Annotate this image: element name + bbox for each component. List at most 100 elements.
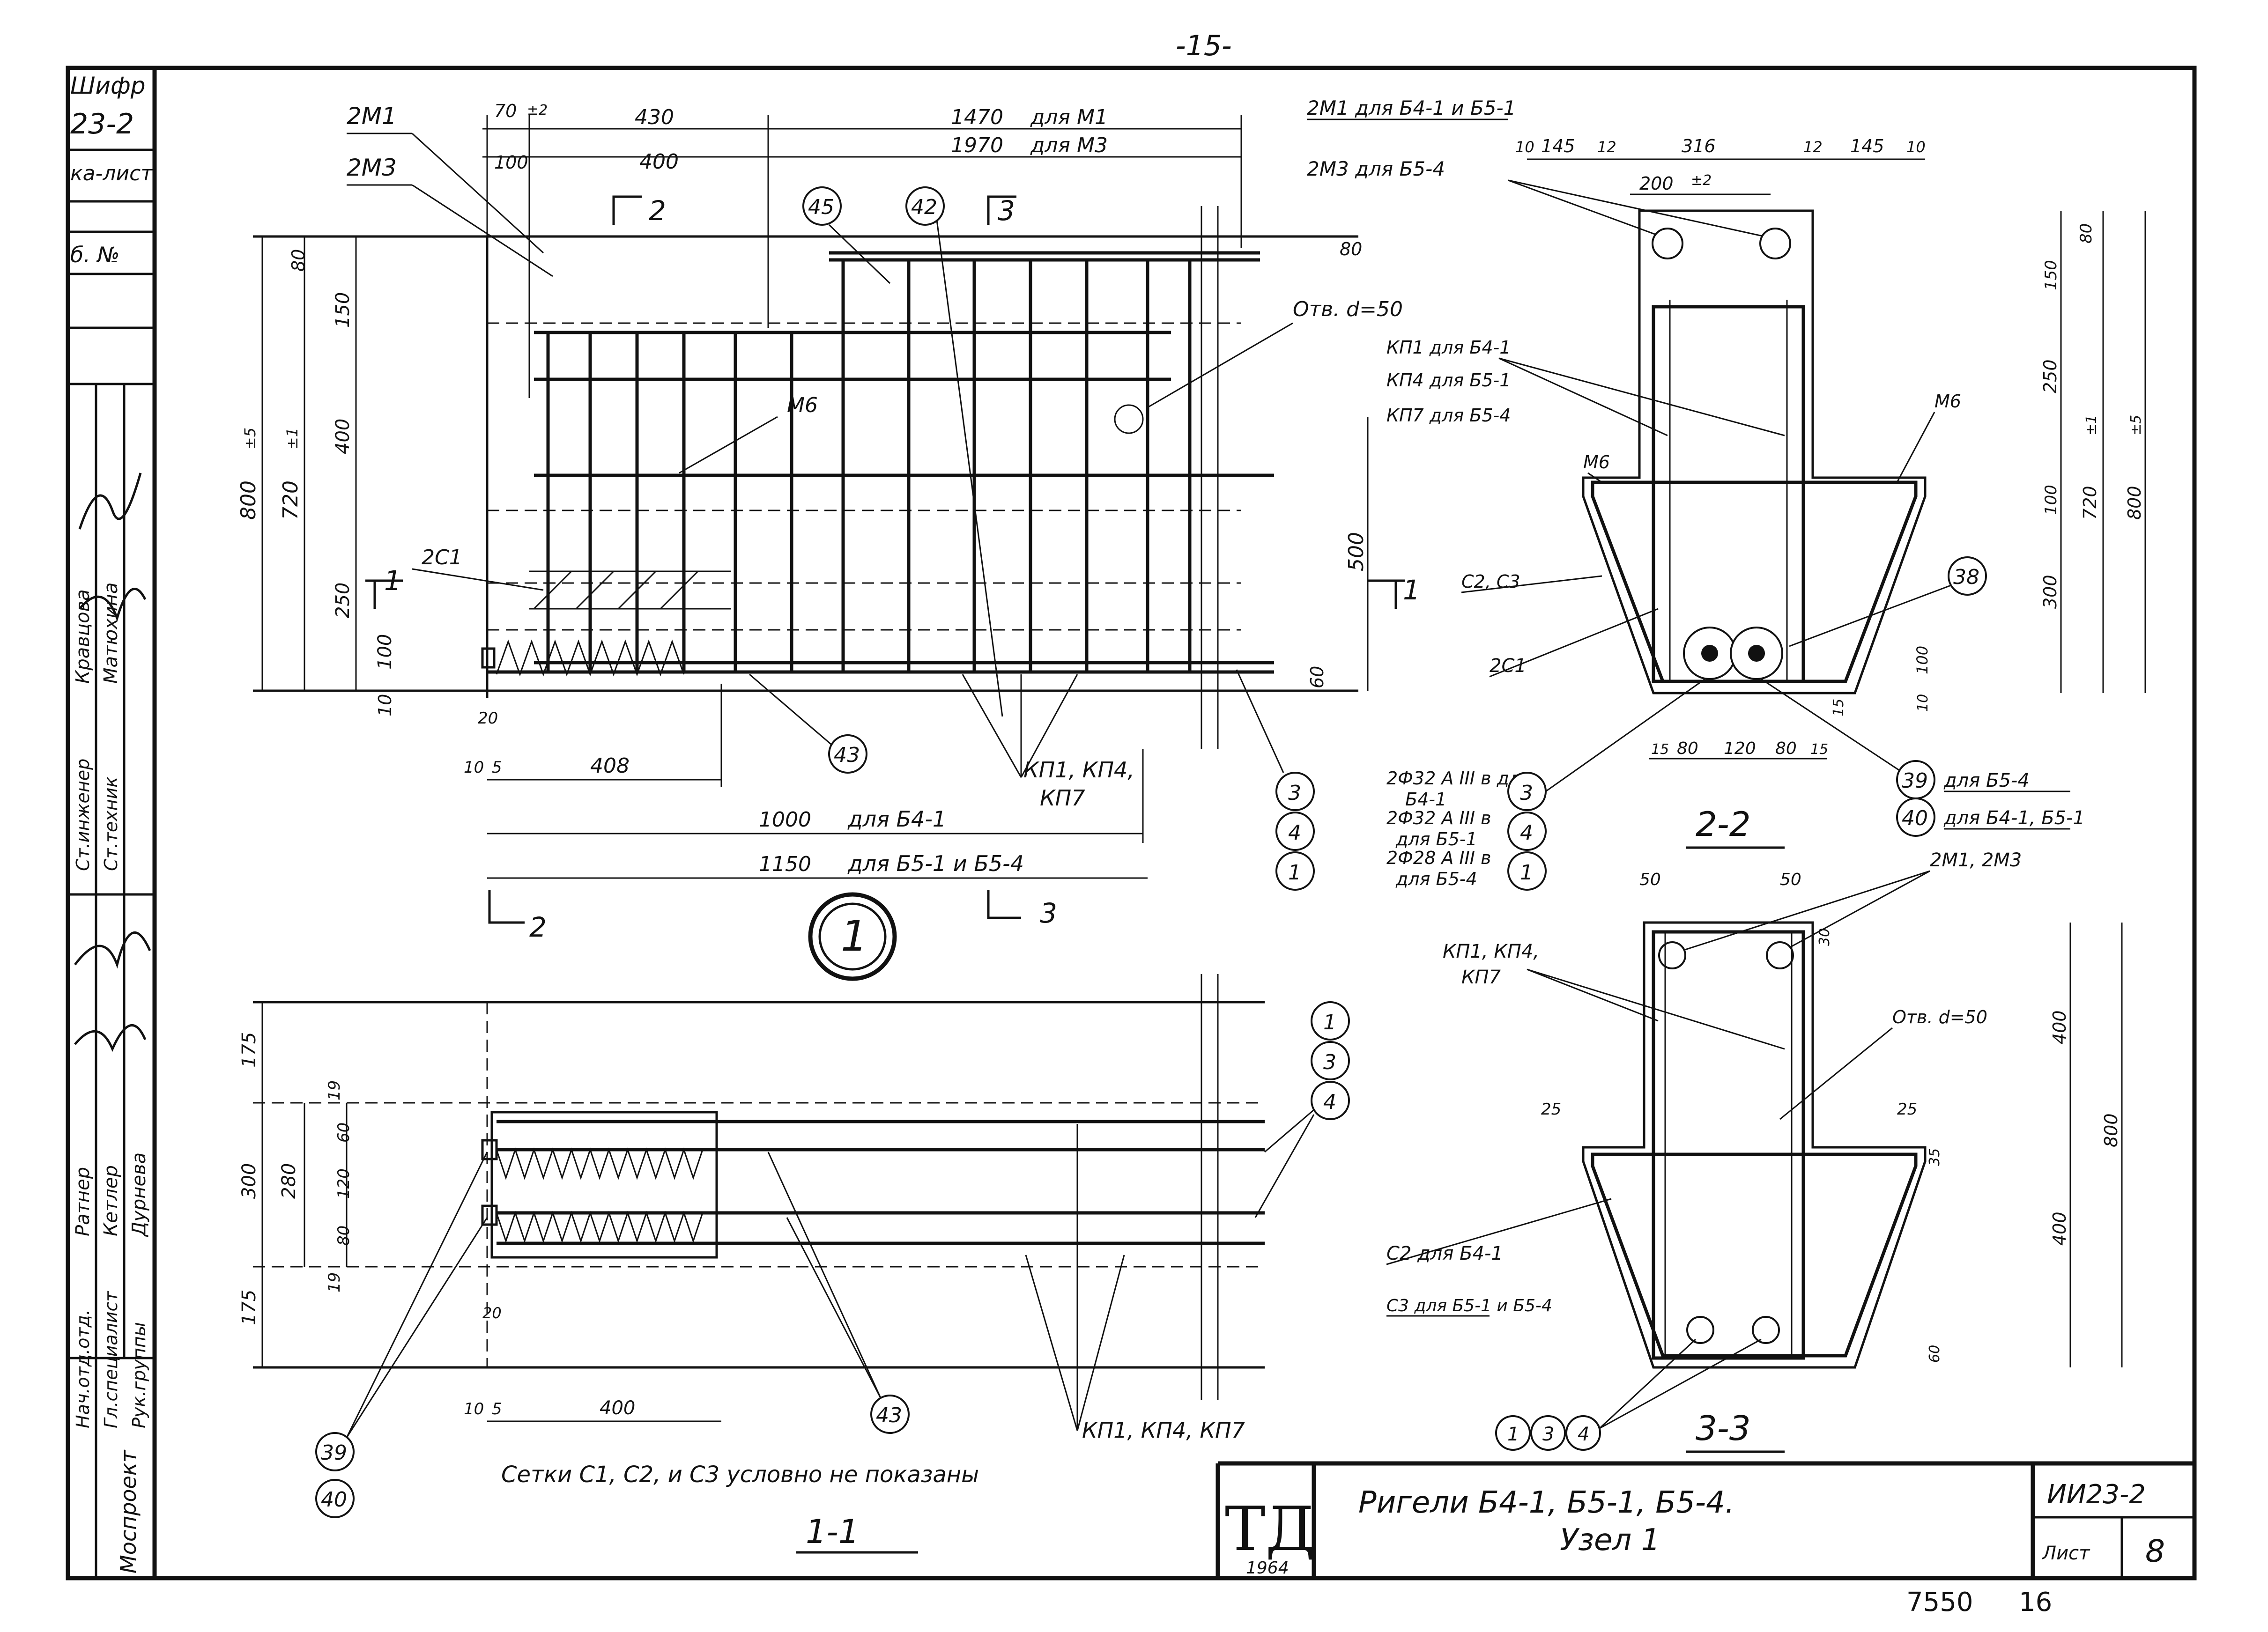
svg-text:1: 1 [1403, 574, 1420, 606]
svg-text:7550: 7550 [1906, 1587, 1973, 1617]
svg-text:120: 120 [334, 1168, 353, 1199]
svg-text:±1: ±1 [2083, 415, 2100, 436]
svg-text:50: 50 [1639, 870, 1661, 889]
svg-text:2Ф28 А III в: 2Ф28 А III в [1386, 848, 1491, 868]
svg-text:Шифр: Шифр [70, 72, 145, 99]
svg-text:С2 для Б4-1: С2 для Б4-1 [1386, 1243, 1503, 1264]
svg-text:250: 250 [332, 583, 354, 618]
svg-text:200: 200 [1639, 173, 1674, 194]
svg-text:15: 15 [1651, 741, 1669, 758]
svg-text:12: 12 [1597, 138, 1616, 156]
svg-text:280: 280 [278, 1163, 300, 1199]
svg-text:Кетлер: Кетлер [100, 1165, 122, 1236]
svg-text:80: 80 [2077, 223, 2096, 244]
view-3-3-section: 50 50 2М1, 2М3 30 КП1, КП4, КП7 Отв. d=5… [1386, 849, 2123, 1453]
svg-text:2М1: 2М1 [347, 103, 397, 130]
view-1-elevation: 2М1 2М3 70 ±2 430 100 400 1470 для М1 19… [237, 101, 1420, 981]
svg-text:80: 80 [1677, 739, 1698, 758]
svg-text:43: 43 [876, 1403, 902, 1427]
signature [78, 473, 147, 622]
left-strip: Шифр 23-2 ка-лист б. № Моспроект Нач.отд… [68, 72, 155, 1578]
svg-text:для Б5-1 и Б5-4: для Б5-1 и Б5-4 [847, 851, 1024, 876]
svg-text:для Б5-4: для Б5-4 [1943, 770, 2030, 791]
svg-text:2С1: 2С1 [422, 546, 462, 569]
svg-text:3: 3 [1323, 1050, 1336, 1074]
svg-text:19: 19 [325, 1080, 344, 1100]
svg-text:720: 720 [279, 480, 303, 520]
svg-text:для М3: для М3 [1030, 133, 1108, 157]
svg-text:150: 150 [332, 292, 354, 328]
svg-text:1: 1 [1323, 1011, 1336, 1034]
svg-text:300: 300 [238, 1163, 260, 1199]
svg-text:10: 10 [1915, 694, 1931, 712]
svg-text:4: 4 [1578, 1424, 1589, 1445]
svg-text:20: 20 [482, 1304, 502, 1322]
svg-text:Отв. d=50: Отв. d=50 [1892, 1007, 1987, 1027]
svg-text:20: 20 [478, 709, 498, 728]
svg-text:5: 5 [492, 758, 502, 777]
svg-text:80: 80 [1775, 739, 1797, 758]
svg-text:Дурнева: Дурнева [128, 1152, 150, 1237]
svg-text:40: 40 [321, 1488, 347, 1512]
svg-text:4: 4 [1520, 821, 1533, 845]
svg-text:3: 3 [1040, 897, 1057, 929]
svg-text:400: 400 [2049, 1010, 2070, 1044]
svg-text:42: 42 [911, 195, 937, 219]
svg-text:100: 100 [1913, 646, 1931, 674]
svg-text:3: 3 [1288, 781, 1301, 805]
spiral-reinforcement [496, 639, 685, 677]
svg-text:100: 100 [2042, 485, 2060, 515]
svg-text:4: 4 [1323, 1090, 1336, 1114]
svg-text:1: 1 [384, 565, 401, 597]
svg-text:5: 5 [492, 1400, 502, 1418]
svg-text:1150: 1150 [759, 852, 811, 876]
drawing-title: Ригели Б4-1, Б5-1, Б5-4. [1358, 1485, 1734, 1520]
svg-text:10: 10 [464, 758, 484, 777]
svg-text:39: 39 [321, 1441, 347, 1465]
svg-text:15: 15 [1810, 741, 1828, 758]
outer-frame [66, 66, 2197, 1580]
svg-text:500: 500 [1344, 532, 1368, 571]
svg-text:С3 для Б5-1 и Б5-4: С3 для Б5-1 и Б5-4 [1386, 1296, 1552, 1315]
svg-text:10: 10 [1906, 138, 1926, 156]
svg-text:Лист: Лист [2041, 1543, 2090, 1564]
svg-text:М6: М6 [1934, 391, 1961, 412]
svg-text:Б4-1: Б4-1 [1405, 789, 1446, 810]
svg-text:Гл.специалист: Гл.специалист [101, 1291, 121, 1428]
svg-text:1470: 1470 [951, 105, 1003, 129]
svg-text:±5: ±5 [241, 428, 259, 450]
svg-text:175: 175 [238, 1032, 260, 1068]
svg-text:для Б4-1, Б5-1: для Б4-1, Б5-1 [1943, 807, 2085, 829]
svg-text:КП7 для Б5-4: КП7 для Б5-4 [1386, 405, 1511, 426]
svg-text:3: 3 [998, 195, 1015, 227]
svg-text:КП1, КП4,: КП1, КП4, [1023, 757, 1134, 783]
svg-text:50: 50 [1780, 870, 1801, 889]
svg-text:60: 60 [334, 1122, 353, 1143]
svg-text:2С1: 2С1 [1490, 655, 1527, 677]
svg-text:145: 145 [1850, 136, 1884, 156]
svg-text:45: 45 [808, 195, 834, 219]
node-number-circle [808, 892, 897, 981]
svg-text:Рук.группы: Рук.группы [129, 1322, 149, 1428]
stirrups [546, 260, 1192, 672]
svg-text:1: 1 [841, 912, 867, 961]
svg-text:1970: 1970 [951, 133, 1003, 157]
hole [1114, 404, 1144, 434]
svg-text:70: 70 [494, 101, 517, 121]
svg-text:2М1 для Б4-1 и Б5-1: 2М1 для Б4-1 и Б5-1 [1307, 96, 1516, 119]
svg-text:±5: ±5 [2128, 415, 2144, 436]
svg-text:КП7: КП7 [1461, 967, 1501, 988]
svg-text:2М3: 2М3 [347, 154, 397, 181]
svg-text:25: 25 [1897, 1100, 1917, 1119]
svg-text:60: 60 [1307, 666, 1327, 688]
td-logo: ТД [1225, 1493, 1315, 1565]
svg-text:38: 38 [1953, 565, 1979, 589]
svg-text:10: 10 [464, 1400, 484, 1418]
svg-text:1000: 1000 [759, 808, 811, 832]
svg-text:3: 3 [1520, 781, 1533, 805]
svg-text:16: 16 [2019, 1587, 2052, 1617]
svg-text:430: 430 [635, 105, 674, 129]
section-label-1-1: 1-1 [806, 1513, 859, 1551]
svg-text:4: 4 [1288, 821, 1301, 845]
page-number: -15- [1176, 30, 1232, 62]
